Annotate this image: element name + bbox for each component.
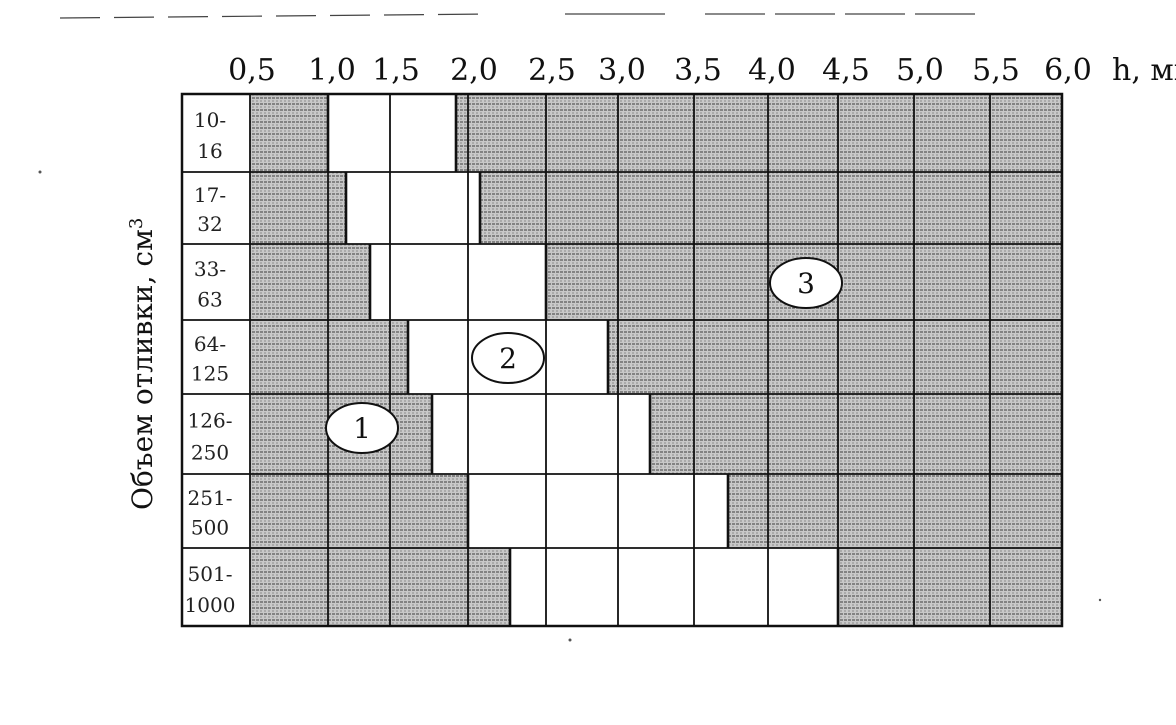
clear-region (510, 548, 838, 626)
clear-region (328, 94, 456, 172)
stray-dots (38, 170, 1102, 642)
row-label-cell (182, 244, 250, 320)
zone-number: 1 (353, 412, 371, 445)
zone-number: 2 (499, 342, 517, 375)
row-label-line2: 16 (197, 139, 222, 163)
zone-ellipse (769, 257, 843, 309)
row-label-line2: 125 (191, 362, 229, 386)
x-tick-label: 4,0 (748, 53, 796, 88)
zone-number: 3 (797, 267, 815, 300)
x-axis-unit-label: h, мм (1112, 53, 1176, 88)
x-tick-label: 3,5 (674, 53, 722, 88)
row-label-line1: 64- (194, 332, 226, 356)
x-axis-tick-labels: 0,5 1,0 1,5 2,0 2,5 3,0 3,5 4,0 4,5 5,0 5,5 6,0 (228, 53, 1092, 88)
grid-lines (180, 92, 1064, 628)
x-tick-label: 1,0 (308, 53, 356, 88)
y-axis-label-superscript: 3 (126, 218, 147, 229)
x-tick-label: 2,5 (528, 53, 576, 88)
x-tick-label: 0,5 (228, 53, 276, 88)
row-label-cell (182, 172, 250, 244)
row-label-line2: 32 (197, 212, 222, 236)
x-tick-label: 5,5 (972, 53, 1020, 88)
clear-region (370, 244, 546, 320)
row-label-line1: 126- (188, 409, 233, 433)
row-label-line2: 1000 (185, 593, 236, 617)
x-tick-label: 4,5 (822, 53, 870, 88)
row-label-line2: 63 (197, 287, 222, 311)
zone-markers: 1 2 3 (325, 257, 843, 454)
row-label-line1: 10- (194, 108, 226, 132)
x-tick-label: 2,0 (450, 53, 498, 88)
row-label-cell (182, 94, 250, 172)
x-tick-label: 5,0 (896, 53, 944, 88)
row-label-line1: 33- (194, 257, 226, 281)
x-tick-label: 1,5 (372, 53, 420, 88)
row-label-line2: 250 (191, 441, 229, 465)
x-tick-label: 6,0 (1044, 53, 1092, 88)
zone-ellipse (471, 332, 545, 384)
clear-region (346, 172, 480, 244)
x-tick-label: 3,0 (598, 53, 646, 88)
zone-ellipse (325, 402, 399, 454)
y-axis-label: Объем отливки, см3 (126, 218, 159, 510)
row-label-line1: 251- (188, 486, 233, 510)
clear-region (468, 474, 728, 548)
hatched-band (250, 320, 1062, 394)
row-label-cell (182, 320, 250, 394)
row-labels: 10- 16 17- 32 33- 63 64- 125 126- 250 251- 500 501- 1… (182, 94, 250, 626)
grid-cells (250, 94, 1062, 626)
row-label-cell (182, 474, 250, 548)
page-header-dashes (59, 13, 985, 19)
row-label-line2: 500 (191, 516, 229, 540)
row-label-line1: 501- (188, 562, 233, 586)
y-axis-label-text: Объем отливки, см (126, 229, 159, 510)
row-label-line1: 17- (194, 183, 226, 207)
row-label-cell (182, 548, 250, 626)
row-label-cell (182, 394, 250, 474)
